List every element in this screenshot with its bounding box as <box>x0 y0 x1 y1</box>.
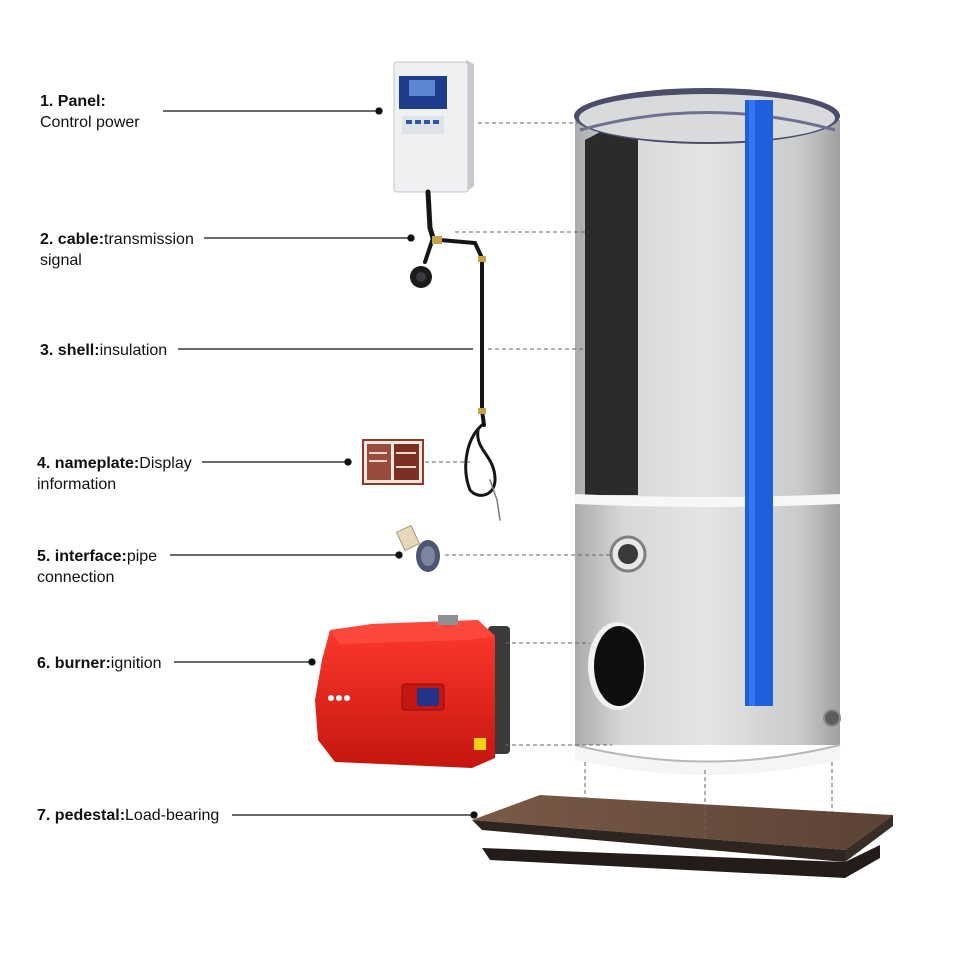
callout-nameplate: 4. nameplate:Display information <box>37 453 192 495</box>
callout-title: 1. Panel: <box>40 93 106 110</box>
callout-shell: 3. shell:insulation <box>40 340 167 361</box>
nameplate <box>362 439 424 485</box>
callout-desc-line2: information <box>37 476 117 493</box>
callout-desc: pipe <box>126 548 158 565</box>
callout-title: 4. nameplate: <box>37 455 140 472</box>
burner <box>315 615 510 768</box>
callout-title: 5. interface: <box>37 548 127 565</box>
callout-title: 3. shell: <box>40 342 100 359</box>
callout-title: 6. burner: <box>37 655 111 672</box>
callout-desc: insulation <box>99 342 168 359</box>
pipe-interface <box>395 524 440 572</box>
callout-interface: 5. interface:pipe connection <box>37 546 157 588</box>
callout-desc: Display <box>139 455 192 472</box>
callout-cable: 2. cable:transmission signal <box>40 229 194 271</box>
callout-pedestal: 7. pedestal:Load-bearing <box>37 805 219 826</box>
dashed-guide-lines <box>425 122 833 838</box>
callout-desc: transmission <box>104 231 194 248</box>
callout-title: 2. cable: <box>40 231 105 248</box>
callout-desc: Control power <box>40 114 140 131</box>
boiler-tank <box>574 88 841 775</box>
callout-burner: 6. burner:ignition <box>37 653 162 674</box>
control-panel <box>393 60 474 193</box>
callout-panel: 1. Panel: Control power <box>40 91 140 133</box>
callout-desc-line2: connection <box>37 569 115 586</box>
callout-title: 7. pedestal: <box>37 807 126 824</box>
callout-desc: ignition <box>110 655 162 672</box>
callout-desc: Load-bearing <box>125 807 220 824</box>
callout-desc-line2: signal <box>40 252 82 269</box>
leader-lines <box>163 107 478 819</box>
pedestal <box>472 795 893 878</box>
